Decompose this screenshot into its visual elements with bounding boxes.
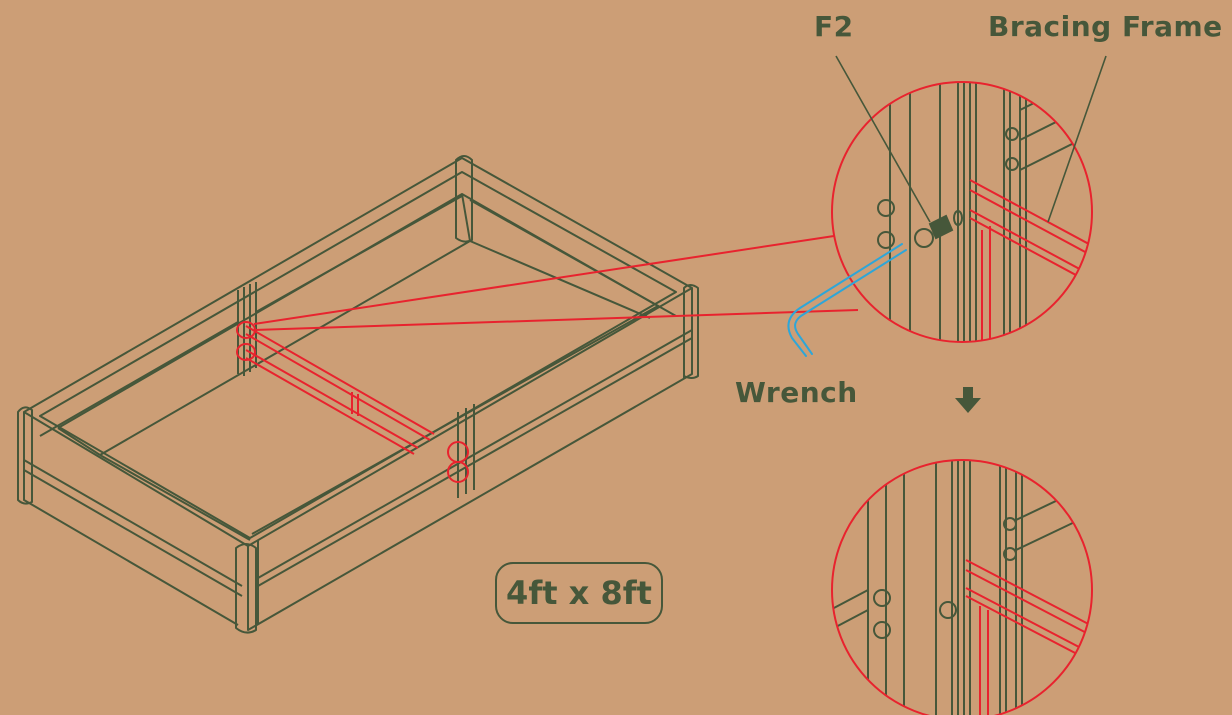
callout-lines bbox=[253, 235, 859, 331]
detail-circle-before bbox=[831, 81, 1093, 343]
detail-circle-after bbox=[831, 459, 1093, 715]
wrench-label: Wrench bbox=[735, 376, 858, 409]
raised-garden-bed bbox=[17, 155, 699, 634]
label-leaders bbox=[835, 55, 1107, 223]
wrench-icon bbox=[787, 243, 907, 357]
arrow-down-icon bbox=[955, 387, 981, 413]
bracing-frame-label: Bracing Frame bbox=[988, 10, 1223, 43]
size-badge: 4ft x 8ft bbox=[495, 562, 663, 624]
f2-label: F2 bbox=[814, 10, 854, 43]
bracing-frame-highlight bbox=[236, 321, 469, 483]
